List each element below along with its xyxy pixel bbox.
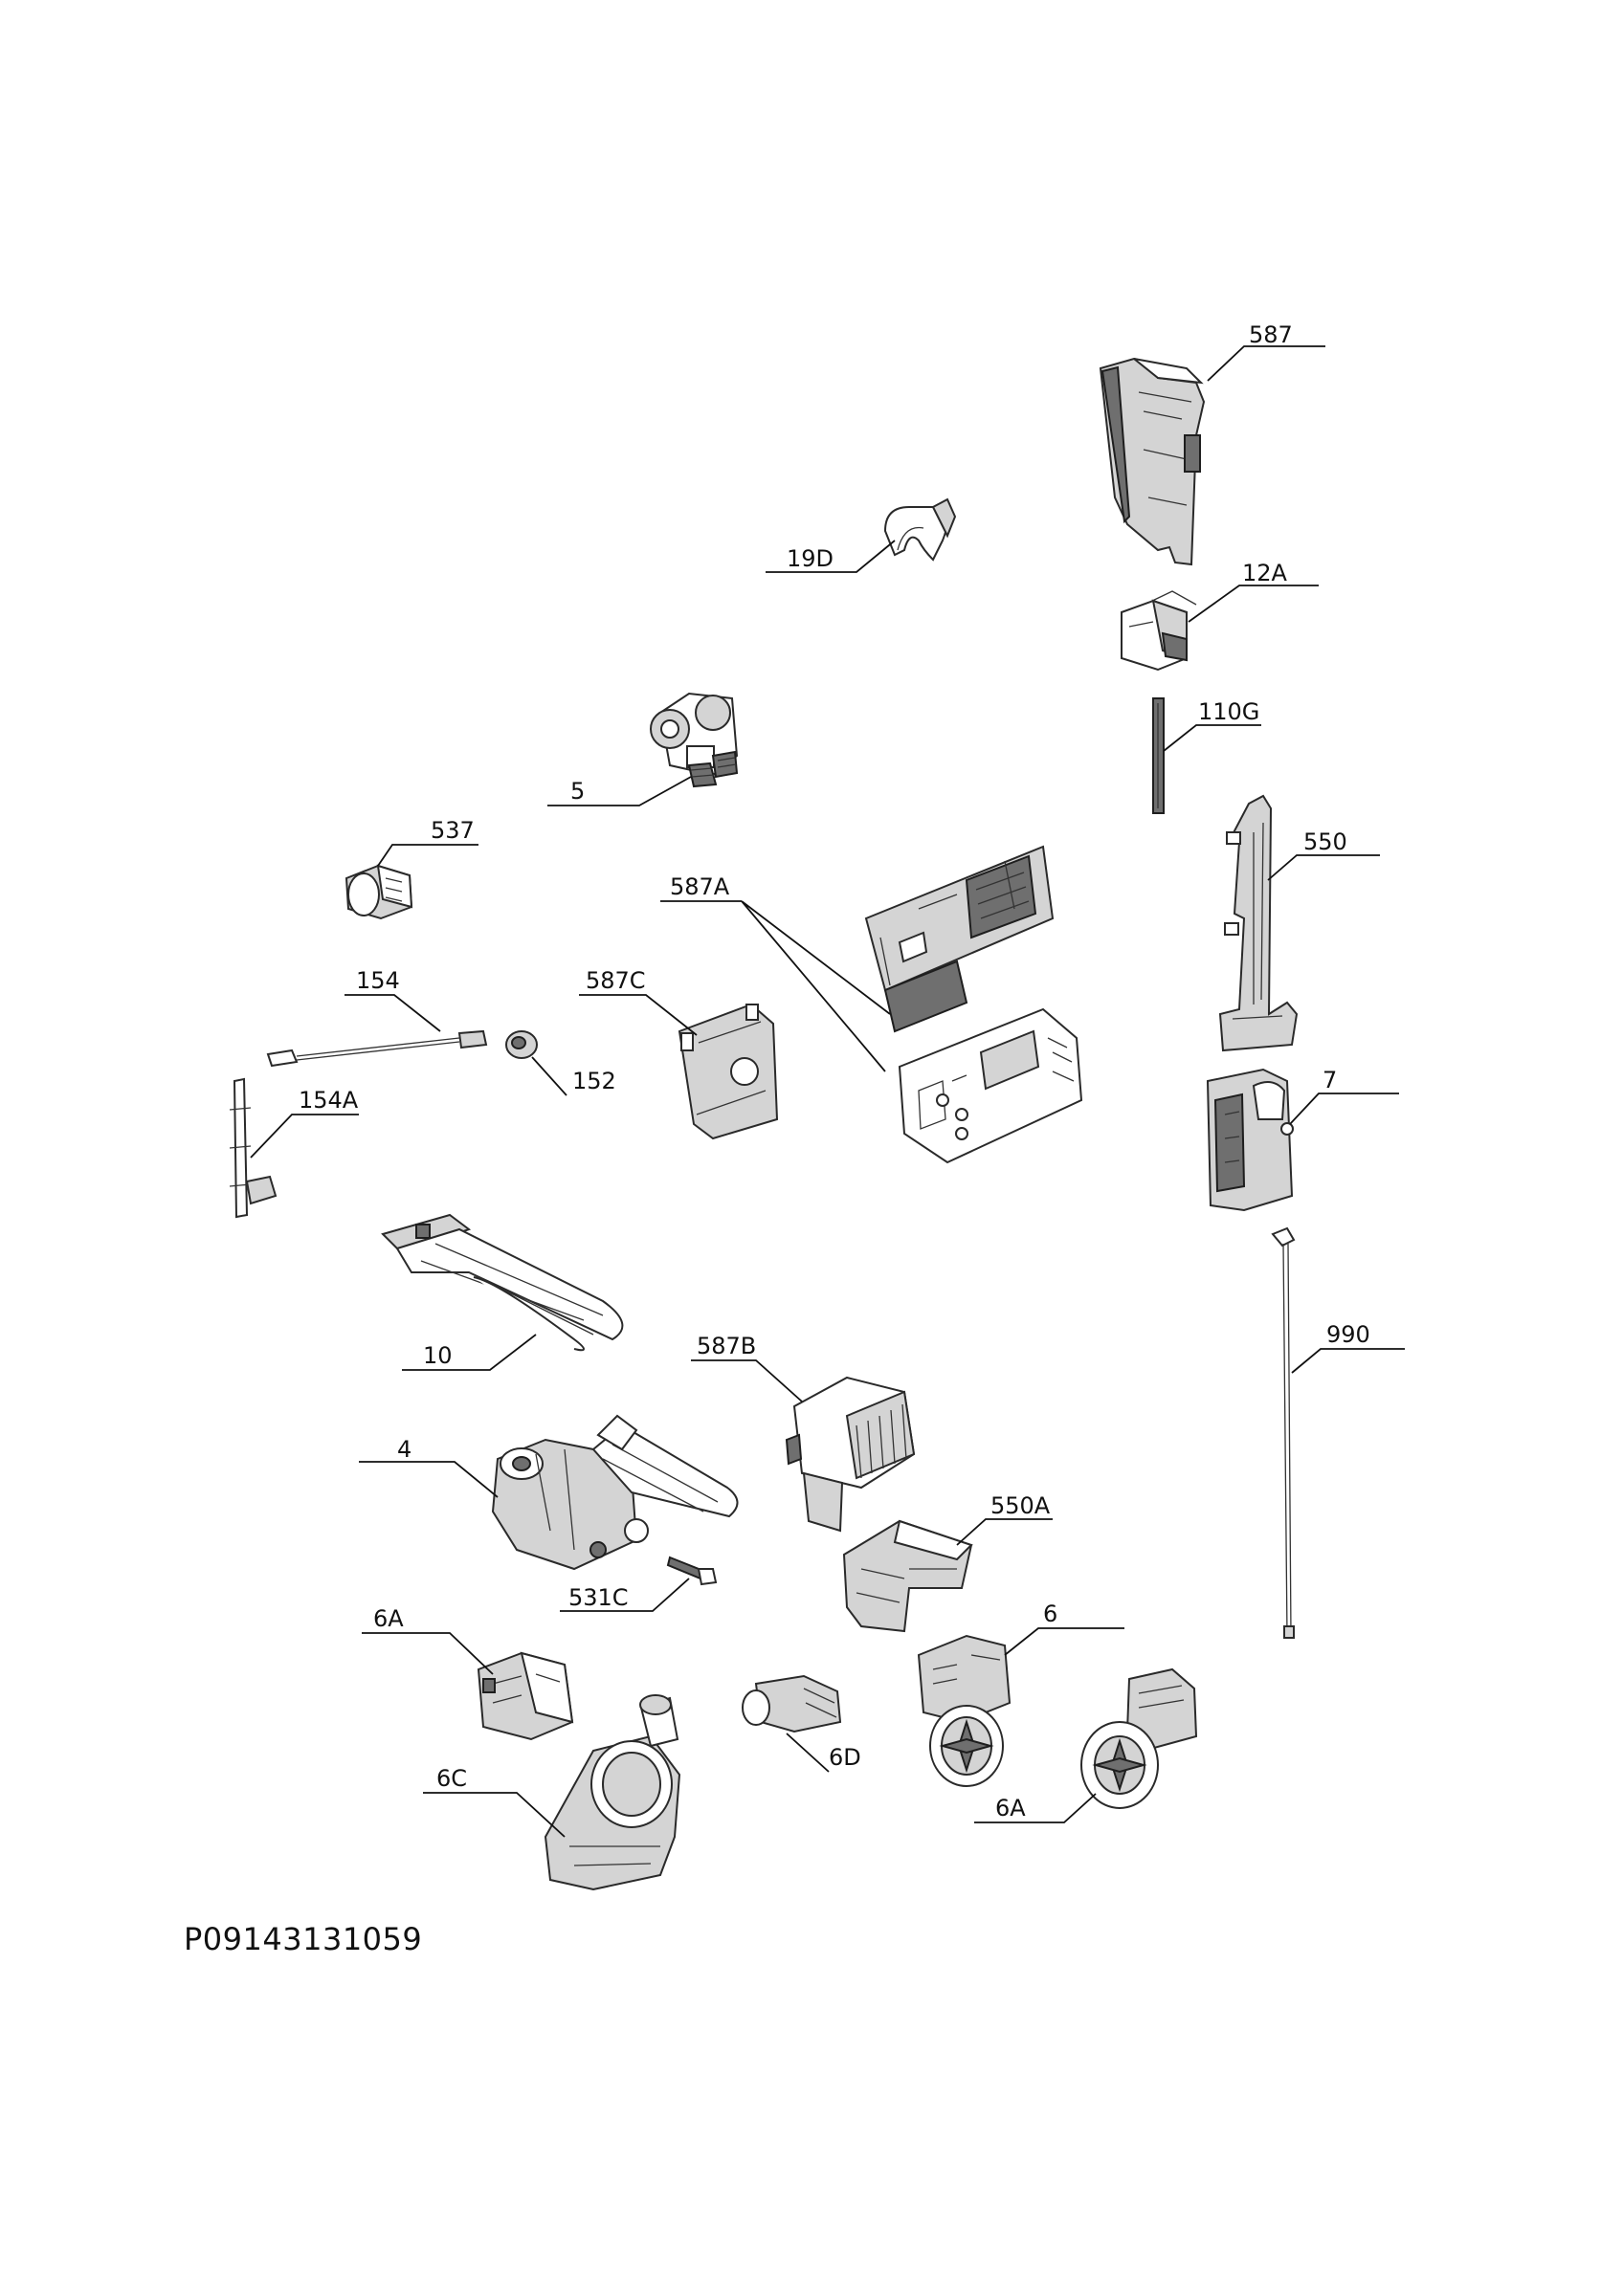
leader-5 [547,776,692,806]
part-152-grommet [505,1030,538,1059]
callout-587C: 587C [586,967,646,994]
callout-4: 4 [397,1436,411,1463]
leader-154A [250,1114,359,1159]
part-6C-pump-housing [544,1694,681,1891]
part-6-drain-pump [917,1634,1012,1787]
part-537-connector [345,864,413,920]
callout-587A: 587A [670,873,730,900]
callout-990: 990 [1326,1321,1370,1348]
part-587-dispenser-housing [1099,357,1206,566]
callout-550: 550 [1303,828,1347,855]
leader-152 [531,1056,567,1096]
leader-587A [660,900,891,1072]
leader-12A [1188,585,1319,623]
part-4-motor [491,1414,739,1571]
part-587B-heatsink [785,1376,916,1533]
leader-10 [402,1334,537,1371]
document-code: P09143131059 [184,1921,423,1957]
part-550A-cover [842,1519,973,1633]
leader-587B [691,1359,803,1402]
callout-537: 537 [431,817,475,844]
callout-587B: 587B [697,1333,756,1359]
part-6A-left-pump [477,1651,574,1741]
leader-7 [1289,1093,1399,1125]
leader-6A-left [362,1632,494,1675]
leader-6A-right [974,1793,1097,1823]
callout-587: 587 [1249,321,1293,348]
part-12A-bracket [1121,590,1197,672]
callout-19D: 19D [787,545,834,572]
part-587C-cover [678,1003,779,1140]
leader-587 [1207,345,1325,382]
part-19D-clip [883,497,957,562]
callout-7: 7 [1323,1067,1337,1093]
part-110G-rod [1152,697,1165,814]
leader-4 [359,1461,499,1498]
leader-154 [345,994,441,1032]
callout-550A: 550A [990,1492,1051,1519]
leader-19D [766,540,896,573]
leader-531C [560,1578,690,1612]
callout-154A: 154A [299,1087,359,1114]
callout-12A: 12A [1242,560,1288,586]
part-10-heater [381,1213,624,1352]
leader-587C [579,994,698,1036]
leader-110G [1163,724,1261,752]
part-587A-front-board [898,1007,1083,1164]
callout-110G: 110G [1198,698,1259,725]
callout-10: 10 [423,1342,453,1369]
callout-152: 152 [572,1068,616,1094]
part-990-wire [1271,1226,1296,1639]
part-7-door-lock [1206,1068,1294,1212]
leader-6 [1004,1627,1124,1656]
callout-6C: 6C [436,1765,467,1792]
callout-531C: 531C [568,1584,629,1611]
callout-154: 154 [356,967,400,994]
part-6A-right-pump [1080,1667,1198,1809]
leader-990 [1291,1348,1405,1374]
leader-6C [423,1792,566,1838]
callout-5: 5 [570,778,585,805]
callout-6A-left: 6A [373,1605,404,1632]
leader-550 [1267,854,1380,881]
part-587A-pcb [864,845,1055,1033]
callout-6A-right: 6A [995,1795,1026,1821]
part-154-sensor-cable [266,1029,488,1068]
callout-6D: 6D [829,1744,861,1771]
callout-6: 6 [1043,1601,1057,1627]
part-6D-valve [742,1674,842,1733]
part-550-bracket [1218,794,1299,1052]
part-154A-holder [229,1077,278,1219]
leader-550A [956,1518,1053,1546]
part-5-inlet-valve [650,692,739,788]
leader-6D [786,1733,830,1773]
part-531C-screw [666,1556,718,1586]
leader-537 [377,844,478,867]
